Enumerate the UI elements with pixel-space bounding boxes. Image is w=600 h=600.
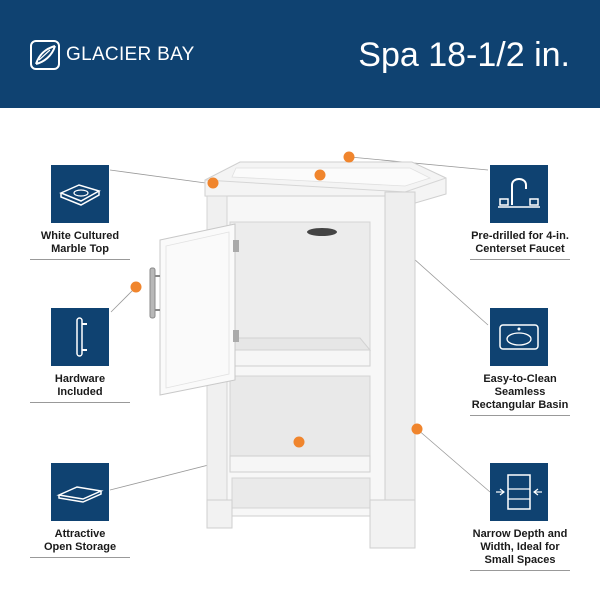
caption-underline — [470, 570, 570, 571]
leaf-logo-icon — [30, 40, 60, 70]
feature-tile-faucet — [490, 165, 548, 223]
feature-caption-hardware: Hardware Included — [54, 373, 106, 398]
caption-underline — [30, 557, 130, 558]
feature-caption-marble-top: White Cultured Marble Top — [40, 230, 120, 255]
shelf-icon — [56, 486, 104, 503]
vanity-dimensions-icon — [496, 474, 542, 510]
brand-name: GLACIER BAY — [66, 44, 195, 65]
feature-caption-basin: Easy-to-Clean Seamless Rectangular Basin — [471, 373, 569, 411]
feature-tile-dimensions — [490, 463, 548, 521]
feature-caption-open-storage: Attractive Open Storage — [43, 528, 117, 553]
feature-tile-basin — [490, 308, 548, 366]
brand-logo: GLACIER BAY — [30, 40, 195, 70]
feature-tile-open-storage — [51, 463, 109, 521]
caption-underline — [470, 259, 570, 260]
bar-handle-icon — [76, 317, 87, 357]
header-banner: GLACIER BAY Spa 18-1/2 in. — [0, 0, 600, 108]
basin-icon — [499, 324, 539, 350]
caption-underline — [470, 415, 570, 416]
product-title: Spa 18-1/2 in. — [358, 36, 570, 74]
caption-underline — [30, 402, 130, 403]
feature-tile-marble-top — [51, 165, 109, 223]
sink-top-icon — [59, 184, 101, 206]
faucet-icon — [498, 178, 540, 208]
feature-tile-hardware — [51, 308, 109, 366]
caption-underline — [30, 259, 130, 260]
feature-caption-dimensions: Narrow Depth and Width, Ideal for Small … — [472, 528, 568, 566]
feature-caption-faucet: Pre-drilled for 4-in. Centerset Faucet — [471, 230, 569, 255]
